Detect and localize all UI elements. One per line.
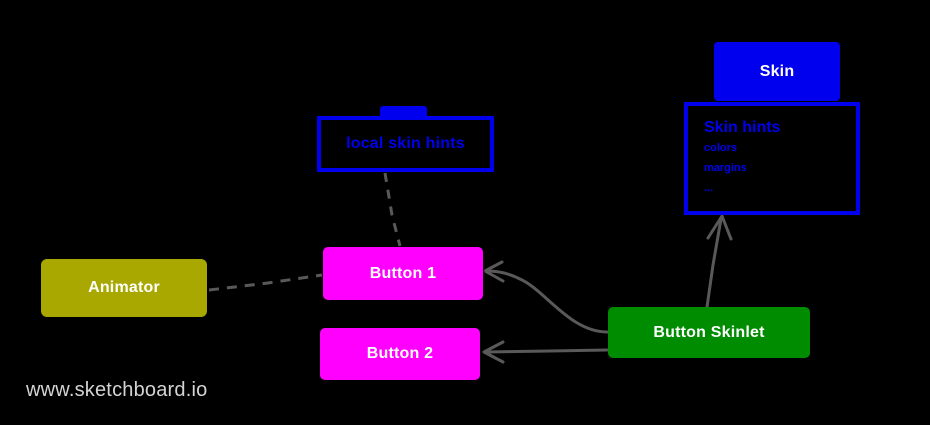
node-skin-hints-item-ellipsis: ... xyxy=(704,182,714,194)
node-skin-hints[interactable]: Skin hints colors margins ... xyxy=(684,102,860,215)
node-local-skin-hints-label: local skin hints xyxy=(346,135,465,152)
node-local-skin-hints-tab xyxy=(380,106,427,119)
node-skin-hints-item-margins: margins xyxy=(704,162,747,174)
node-button1[interactable]: Button 1 xyxy=(323,247,483,300)
edge-button-skinlet-to-skin-hints-arrowhead xyxy=(706,214,733,241)
node-local-skin-hints[interactable]: local skin hints xyxy=(317,116,494,172)
node-button-skinlet-label: Button Skinlet xyxy=(653,323,765,341)
node-animator-label: Animator xyxy=(88,279,160,296)
edge-button-skinlet-to-skin-hints xyxy=(705,217,723,309)
node-button-skinlet[interactable]: Button Skinlet xyxy=(608,307,810,358)
edge-button-skinlet-to-button1 xyxy=(486,269,609,334)
edge-local-skin-hints-to-button1 xyxy=(383,172,402,247)
edge-button-skinlet-to-button2 xyxy=(485,348,609,354)
node-skin-hints-title: Skin hints xyxy=(704,119,781,136)
node-skin-label: Skin xyxy=(759,62,795,80)
node-button2-label: Button 2 xyxy=(366,345,434,362)
node-skin[interactable]: Skin xyxy=(714,42,840,101)
edge-button-skinlet-to-button2-arrowhead xyxy=(482,340,505,364)
watermark: www.sketchboard.io xyxy=(26,379,208,401)
node-button2[interactable]: Button 2 xyxy=(320,328,480,380)
edge-button-skinlet-to-button1-arrowhead xyxy=(483,260,505,283)
node-animator[interactable]: Animator xyxy=(41,259,207,317)
node-skin-hints-item-colors: colors xyxy=(704,142,738,154)
edge-animator-to-button1 xyxy=(208,273,323,292)
node-button1-label: Button 1 xyxy=(369,264,437,282)
